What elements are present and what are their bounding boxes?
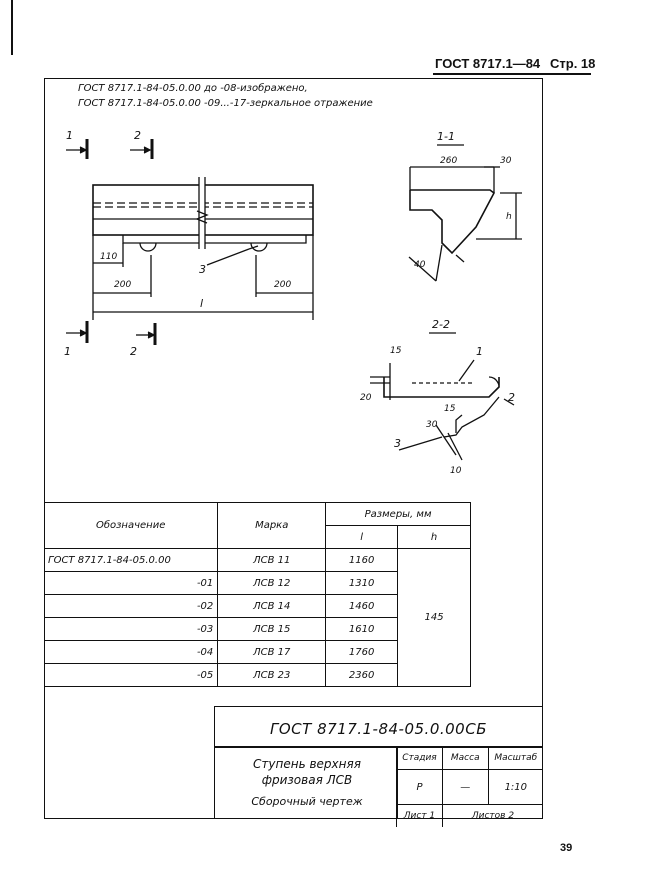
dim-260: 260 <box>440 156 457 166</box>
sheet-count: Листов 2 <box>441 804 543 827</box>
cut-label-2-bottom: 2 <box>130 345 137 358</box>
row-designation: -02 <box>44 594 219 618</box>
title-block-code: ГОСТ 8717.1-84-05.0.00СБ <box>270 720 487 738</box>
h-value: 145 <box>397 548 471 687</box>
row-designation: -05 <box>44 663 219 687</box>
col-mark: Марка <box>217 502 327 549</box>
table-row: ГОСТ 8717.1-84-05.0.00 ЛСВ 11 1160 145 <box>44 548 471 687</box>
row-mark: ЛСВ 14 <box>217 594 327 618</box>
dim-40: 40 <box>414 260 426 270</box>
doc-type: Сборочный чертеж <box>251 795 363 808</box>
left-edge-mark <box>11 0 13 55</box>
row-mark: ЛСВ 17 <box>217 640 327 664</box>
title-block-fields: Стадия Масса Масштаб Р — 1:10 Лист 1 Лис… <box>396 746 543 827</box>
col-scale: Масштаб <box>487 746 543 770</box>
row-mark: ЛСВ 11 <box>217 548 327 572</box>
row-l: 1460 <box>325 594 399 618</box>
row-l: 1610 <box>325 617 399 641</box>
table-row: -03 ЛСВ 15 1610 <box>44 617 471 641</box>
title-block <box>214 706 543 819</box>
cut-label-1-bottom: 1 <box>64 345 71 358</box>
spec-table: Обозначение Марка Размеры, мм l h ГОСТ 8… <box>44 502 471 687</box>
table-row: -02 ЛСВ 14 1460 <box>44 594 471 618</box>
dim-200-right: 200 <box>274 280 291 290</box>
section-2-2-label: 2-2 <box>432 318 450 331</box>
dim-h: h <box>506 212 512 222</box>
col-mass: Масса <box>441 746 489 770</box>
row-l: 1760 <box>325 640 399 664</box>
drawing-frame <box>44 78 543 819</box>
dim-10: 10 <box>450 466 462 476</box>
callout-3-s2: 3 <box>394 437 401 450</box>
stage-value: Р <box>396 769 443 805</box>
dim-15-top: 15 <box>390 346 402 356</box>
row-l: 1160 <box>325 548 399 572</box>
col-stage: Стадия <box>396 746 443 770</box>
callout-1: 1 <box>476 345 483 358</box>
cut-label-1-top: 1 <box>66 129 73 142</box>
page-label: Стр. 18 <box>550 56 596 71</box>
dim-30: 30 <box>500 156 512 166</box>
dim-15-mid: 15 <box>444 404 456 414</box>
scale-value: 1:10 <box>487 769 543 805</box>
col-l: l <box>325 525 399 549</box>
cut-label-2-top: 2 <box>134 129 141 142</box>
table-row: -04 ЛСВ 17 1760 <box>44 640 471 664</box>
row-designation: -04 <box>44 640 219 664</box>
technical-drawing: 1 2 1 2 110 200 200 l 3 1-1 260 30 h 40 … <box>64 129 522 476</box>
col-dims: Размеры, мм <box>325 502 471 526</box>
header-rule <box>433 73 591 75</box>
row-designation: -03 <box>44 617 219 641</box>
row-l: 1310 <box>325 571 399 595</box>
col-designation: Обозначение <box>44 502 219 549</box>
note-line-1: ГОСТ 8717.1-84-05.0.00 до -08-изображено… <box>78 83 308 94</box>
row-mark: ЛСВ 12 <box>217 571 327 595</box>
dim-l: l <box>200 297 203 310</box>
page-number: 39 <box>560 842 573 854</box>
table-row: -01 ЛСВ 12 1310 <box>44 571 471 595</box>
product-name-2: фризовая ЛСВ <box>261 773 353 787</box>
product-name-1: Ступень верхняя <box>253 757 361 771</box>
row-designation: -01 <box>44 571 219 595</box>
dim-20: 20 <box>360 393 372 403</box>
title-block-divider <box>214 746 543 748</box>
row-mark: ЛСВ 23 <box>217 663 327 687</box>
standard-header: ГОСТ 8717.1—84 <box>435 56 541 71</box>
dim-110: 110 <box>100 252 117 262</box>
mass-value: — <box>441 769 489 805</box>
row-designation: ГОСТ 8717.1-84-05.0.00 <box>44 548 219 572</box>
dim-30-s2: 30 <box>426 420 438 430</box>
dim-200-left: 200 <box>114 280 131 290</box>
note-line-2: ГОСТ 8717.1-84-05.0.00 -09...-17-зеркаль… <box>78 98 373 109</box>
sheet-number: Лист 1 <box>396 804 443 827</box>
col-h: h <box>397 525 471 549</box>
callout-2: 2 <box>508 391 515 404</box>
row-mark: ЛСВ 15 <box>217 617 327 641</box>
table-row: -05 ЛСВ 23 2360 <box>44 663 471 687</box>
callout-3: 3 <box>199 263 206 276</box>
row-l: 2360 <box>325 663 399 687</box>
section-1-1-label: 1-1 <box>437 130 455 143</box>
